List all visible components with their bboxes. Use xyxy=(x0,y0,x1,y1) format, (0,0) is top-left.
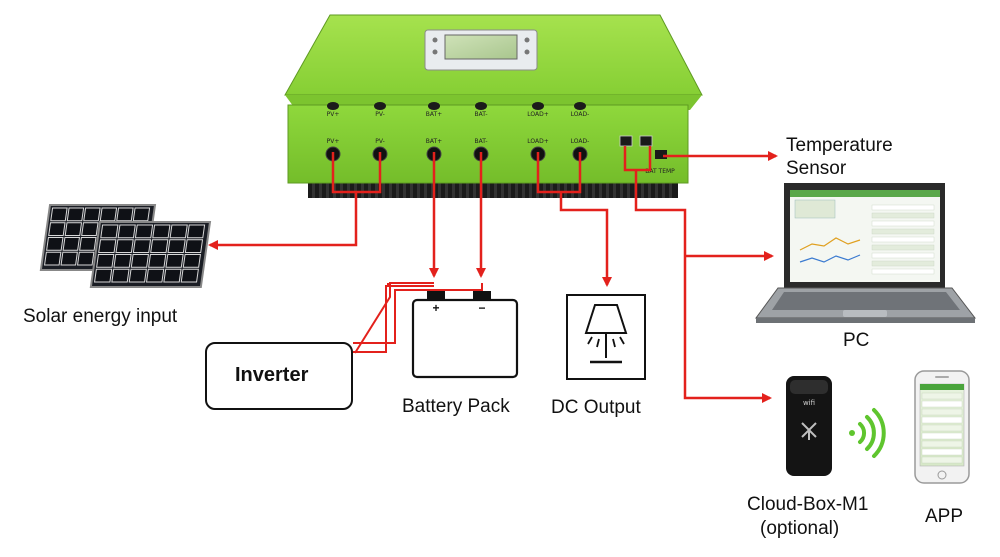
laptop-pc-icon xyxy=(755,183,977,323)
svg-text:LOAD+: LOAD+ xyxy=(527,138,549,145)
inverter-wires xyxy=(353,283,483,353)
terminal-screw: PV- xyxy=(374,102,386,118)
temp-sensor-label-line2: Sensor xyxy=(786,158,847,179)
svg-text:−: − xyxy=(478,301,485,315)
inverter-box xyxy=(205,342,353,410)
inverter-label: Inverter xyxy=(235,364,309,386)
svg-text:BAT-: BAT- xyxy=(474,111,487,118)
svg-text:+: + xyxy=(432,301,439,315)
dc-output-lamp-icon xyxy=(566,294,646,380)
svg-text:BAT TEMP: BAT TEMP xyxy=(645,168,675,175)
svg-text:LOAD-: LOAD- xyxy=(571,138,590,145)
cloud-box-device: wifi xyxy=(786,376,832,476)
svg-text:LOAD-: LOAD- xyxy=(571,111,590,118)
mppt-controller: PV+ PV- BAT+ BAT- LOAD+ LOAD- PV+ PV- BAT+ BAT- L… xyxy=(284,14,703,198)
temp-sensor-label-line1: Temperature xyxy=(786,135,893,156)
terminal-screw: LOAD+ xyxy=(527,102,549,118)
svg-text:LOAD+: LOAD+ xyxy=(527,111,549,118)
wire-load xyxy=(536,152,582,194)
svg-text:PV-: PV- xyxy=(375,111,385,118)
svg-text:BAT-: BAT- xyxy=(474,138,487,145)
svg-text:PV+: PV+ xyxy=(327,111,340,118)
svg-text:BAT+: BAT+ xyxy=(426,138,442,145)
cloudbox-label-line2: (optional) xyxy=(760,518,840,539)
svg-text:wifi: wifi xyxy=(803,399,815,407)
svg-text:PV-: PV- xyxy=(375,138,385,145)
terminal-screw: LOAD- xyxy=(571,102,590,118)
app-label: APP xyxy=(925,506,964,527)
wire-inverter-top xyxy=(354,282,434,354)
pc-label: PC xyxy=(843,330,870,351)
battery-label: Battery Pack xyxy=(402,396,510,417)
solar-label: Solar energy input xyxy=(23,306,178,327)
wire-comm-a xyxy=(623,146,652,172)
solar-panels xyxy=(39,204,212,288)
terminal-screw: PV+ xyxy=(327,102,340,118)
battery-pack-icon: + − xyxy=(411,291,519,379)
svg-text:BAT+: BAT+ xyxy=(426,111,442,118)
dc-output-label: DC Output xyxy=(551,397,641,418)
wire-pv-to-solar xyxy=(208,192,358,250)
phone-app-icon xyxy=(914,370,970,484)
terminal-screw: BAT+ xyxy=(426,102,442,118)
wires xyxy=(208,146,778,403)
wire-comm-bus xyxy=(634,170,772,403)
svg-text:PV+: PV+ xyxy=(327,138,340,145)
cloudbox-label-line1: Cloud-Box-M1 xyxy=(747,494,869,515)
lcd-display xyxy=(424,29,538,71)
wifi-signal-icon xyxy=(849,408,886,458)
terminal-screw: BAT- xyxy=(474,102,488,118)
wire-load-to-dc xyxy=(559,192,612,287)
